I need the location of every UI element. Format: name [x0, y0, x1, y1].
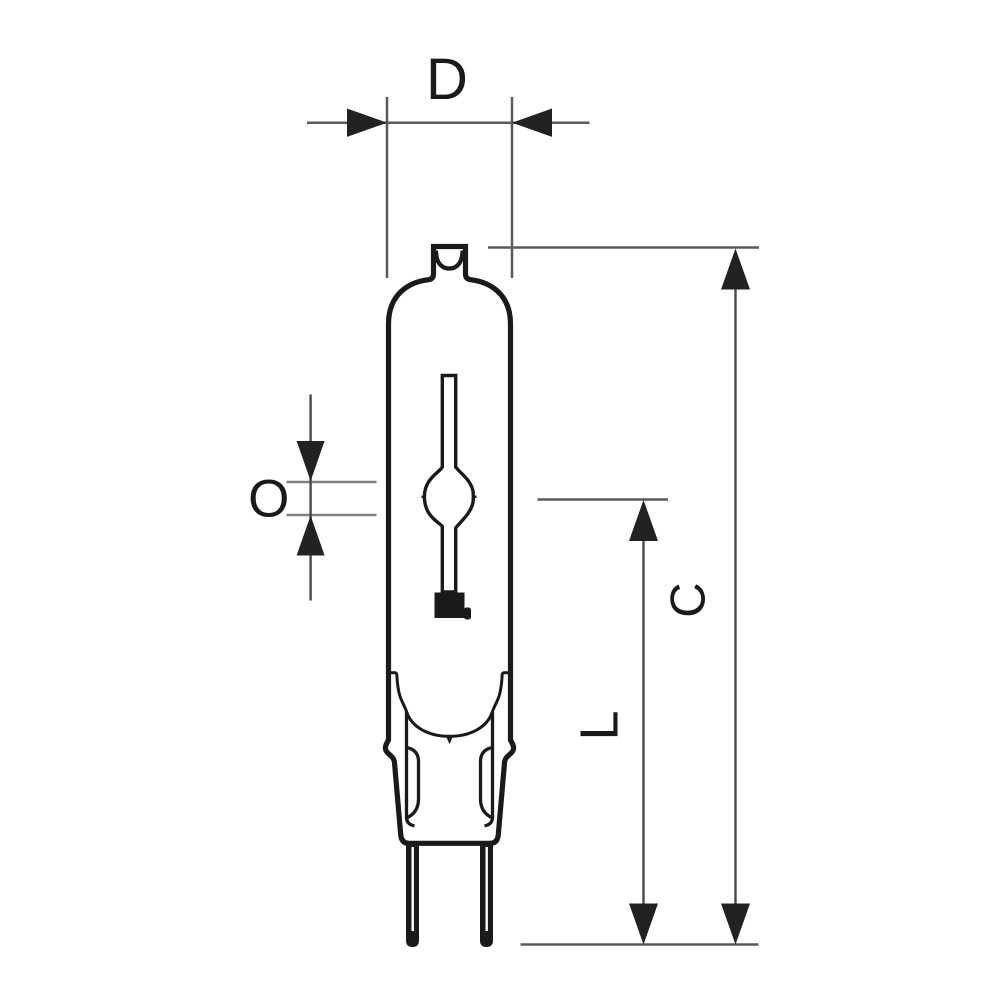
svg-text:L: L — [570, 710, 630, 740]
svg-text:C: C — [662, 582, 716, 617]
svg-text:O: O — [248, 470, 289, 529]
svg-text:D: D — [426, 47, 468, 112]
